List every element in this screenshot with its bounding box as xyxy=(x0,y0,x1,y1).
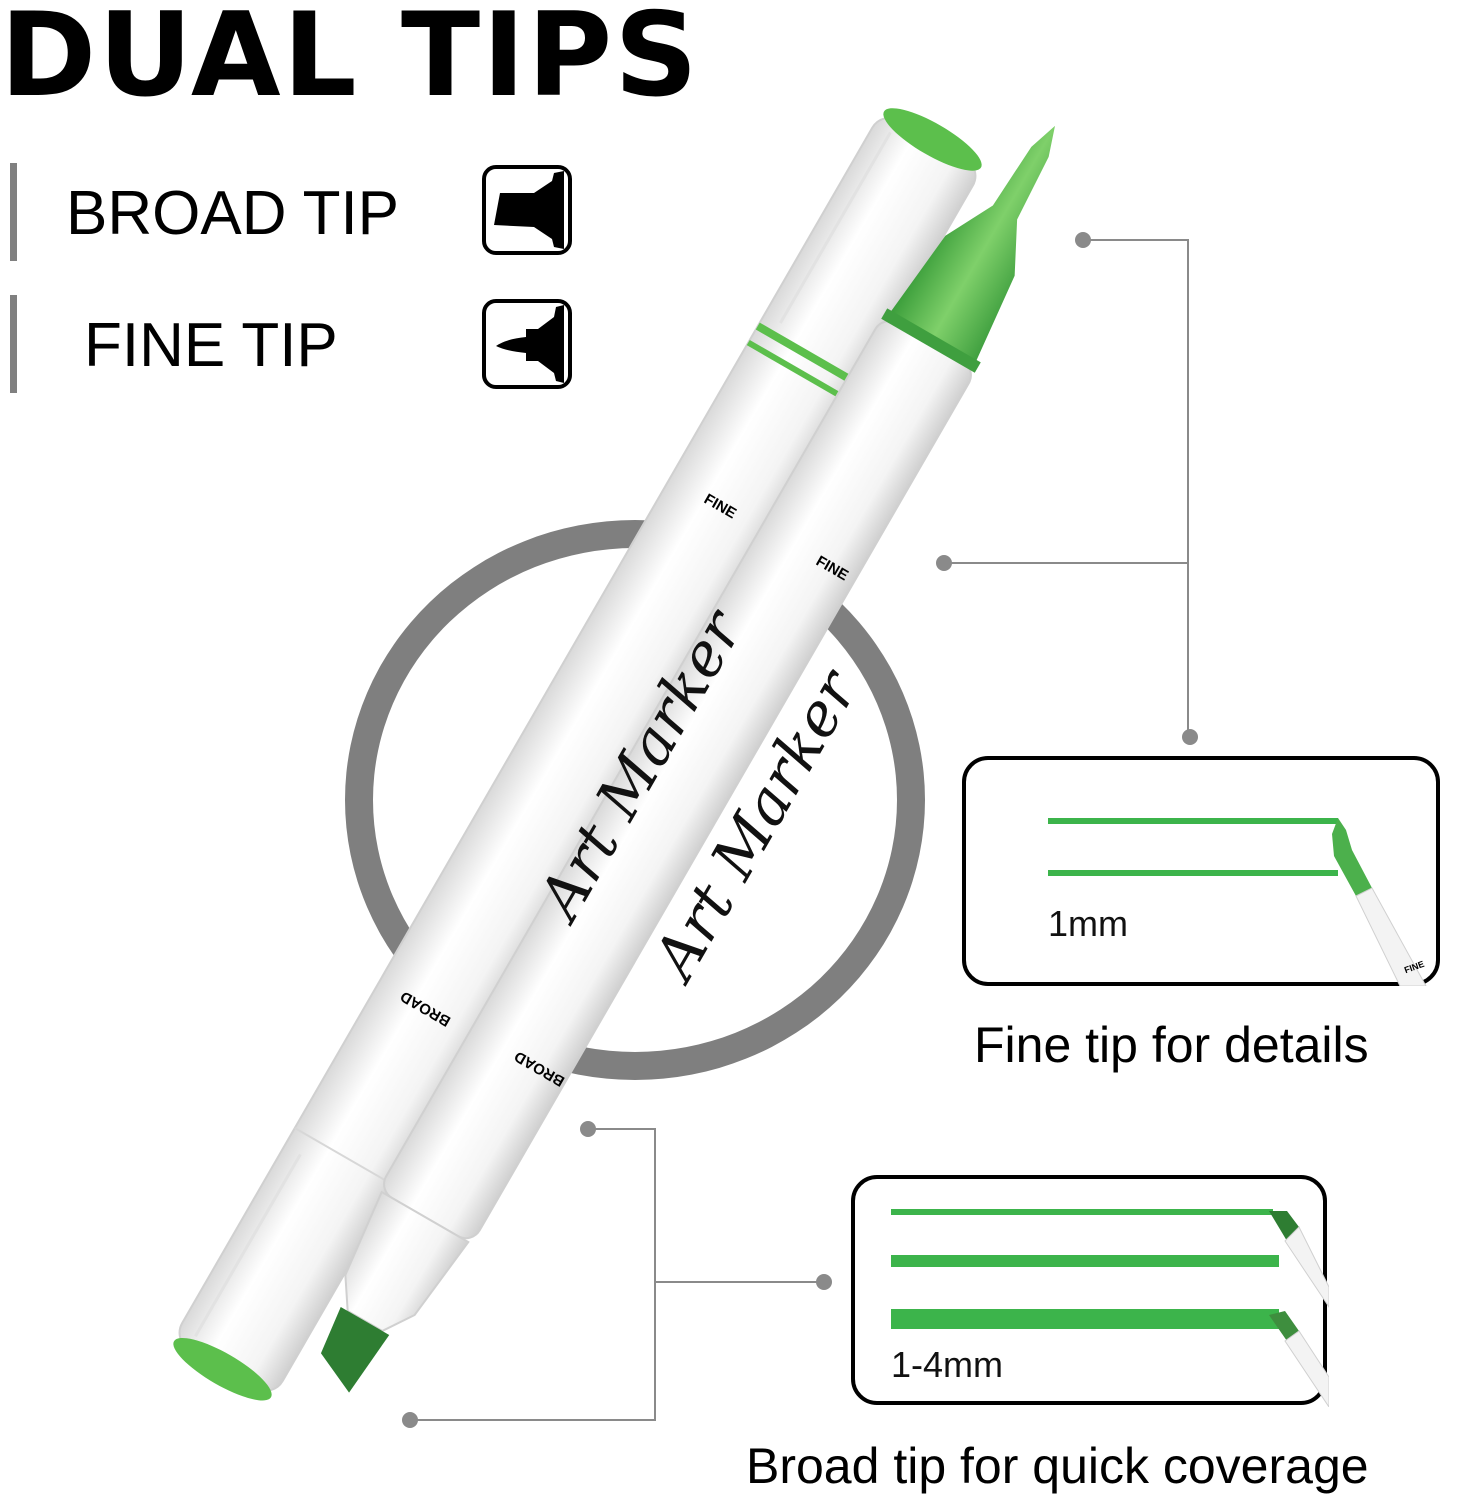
fine-tip-icon xyxy=(482,299,572,389)
legend-label-fine-tip: FINE TIP xyxy=(84,311,338,380)
broad-stroke-thick xyxy=(891,1309,1279,1329)
fine-tip-callout: 1mm FINE xyxy=(962,756,1440,986)
fine-stroke-1 xyxy=(1048,818,1338,824)
legend-label-broad-tip: BROAD TIP xyxy=(66,179,400,248)
page-title: DUAL TIPS xyxy=(0,0,700,123)
broad-stroke-thin xyxy=(891,1209,1273,1215)
fine-stroke-2 xyxy=(1048,870,1338,876)
marker-right xyxy=(320,125,1055,1393)
broad-tip-caption: Broad tip for quick coverage xyxy=(746,1438,1369,1494)
marker-left xyxy=(173,108,982,1401)
broad-size-label: 1-4mm xyxy=(891,1344,1004,1385)
legend-divider-broad xyxy=(10,163,17,261)
broad-pen-icons xyxy=(1269,1211,1329,1407)
legend-divider-fine xyxy=(10,295,17,393)
fine-size-label: 1mm xyxy=(1048,903,1128,944)
fine-tip-caption: Fine tip for details xyxy=(974,1017,1369,1073)
broad-stroke-medium xyxy=(891,1255,1279,1267)
fine-pen-icon xyxy=(1332,818,1427,986)
broad-tip-icon xyxy=(482,165,572,255)
broad-tip-callout: 1-4mm xyxy=(851,1175,1329,1407)
